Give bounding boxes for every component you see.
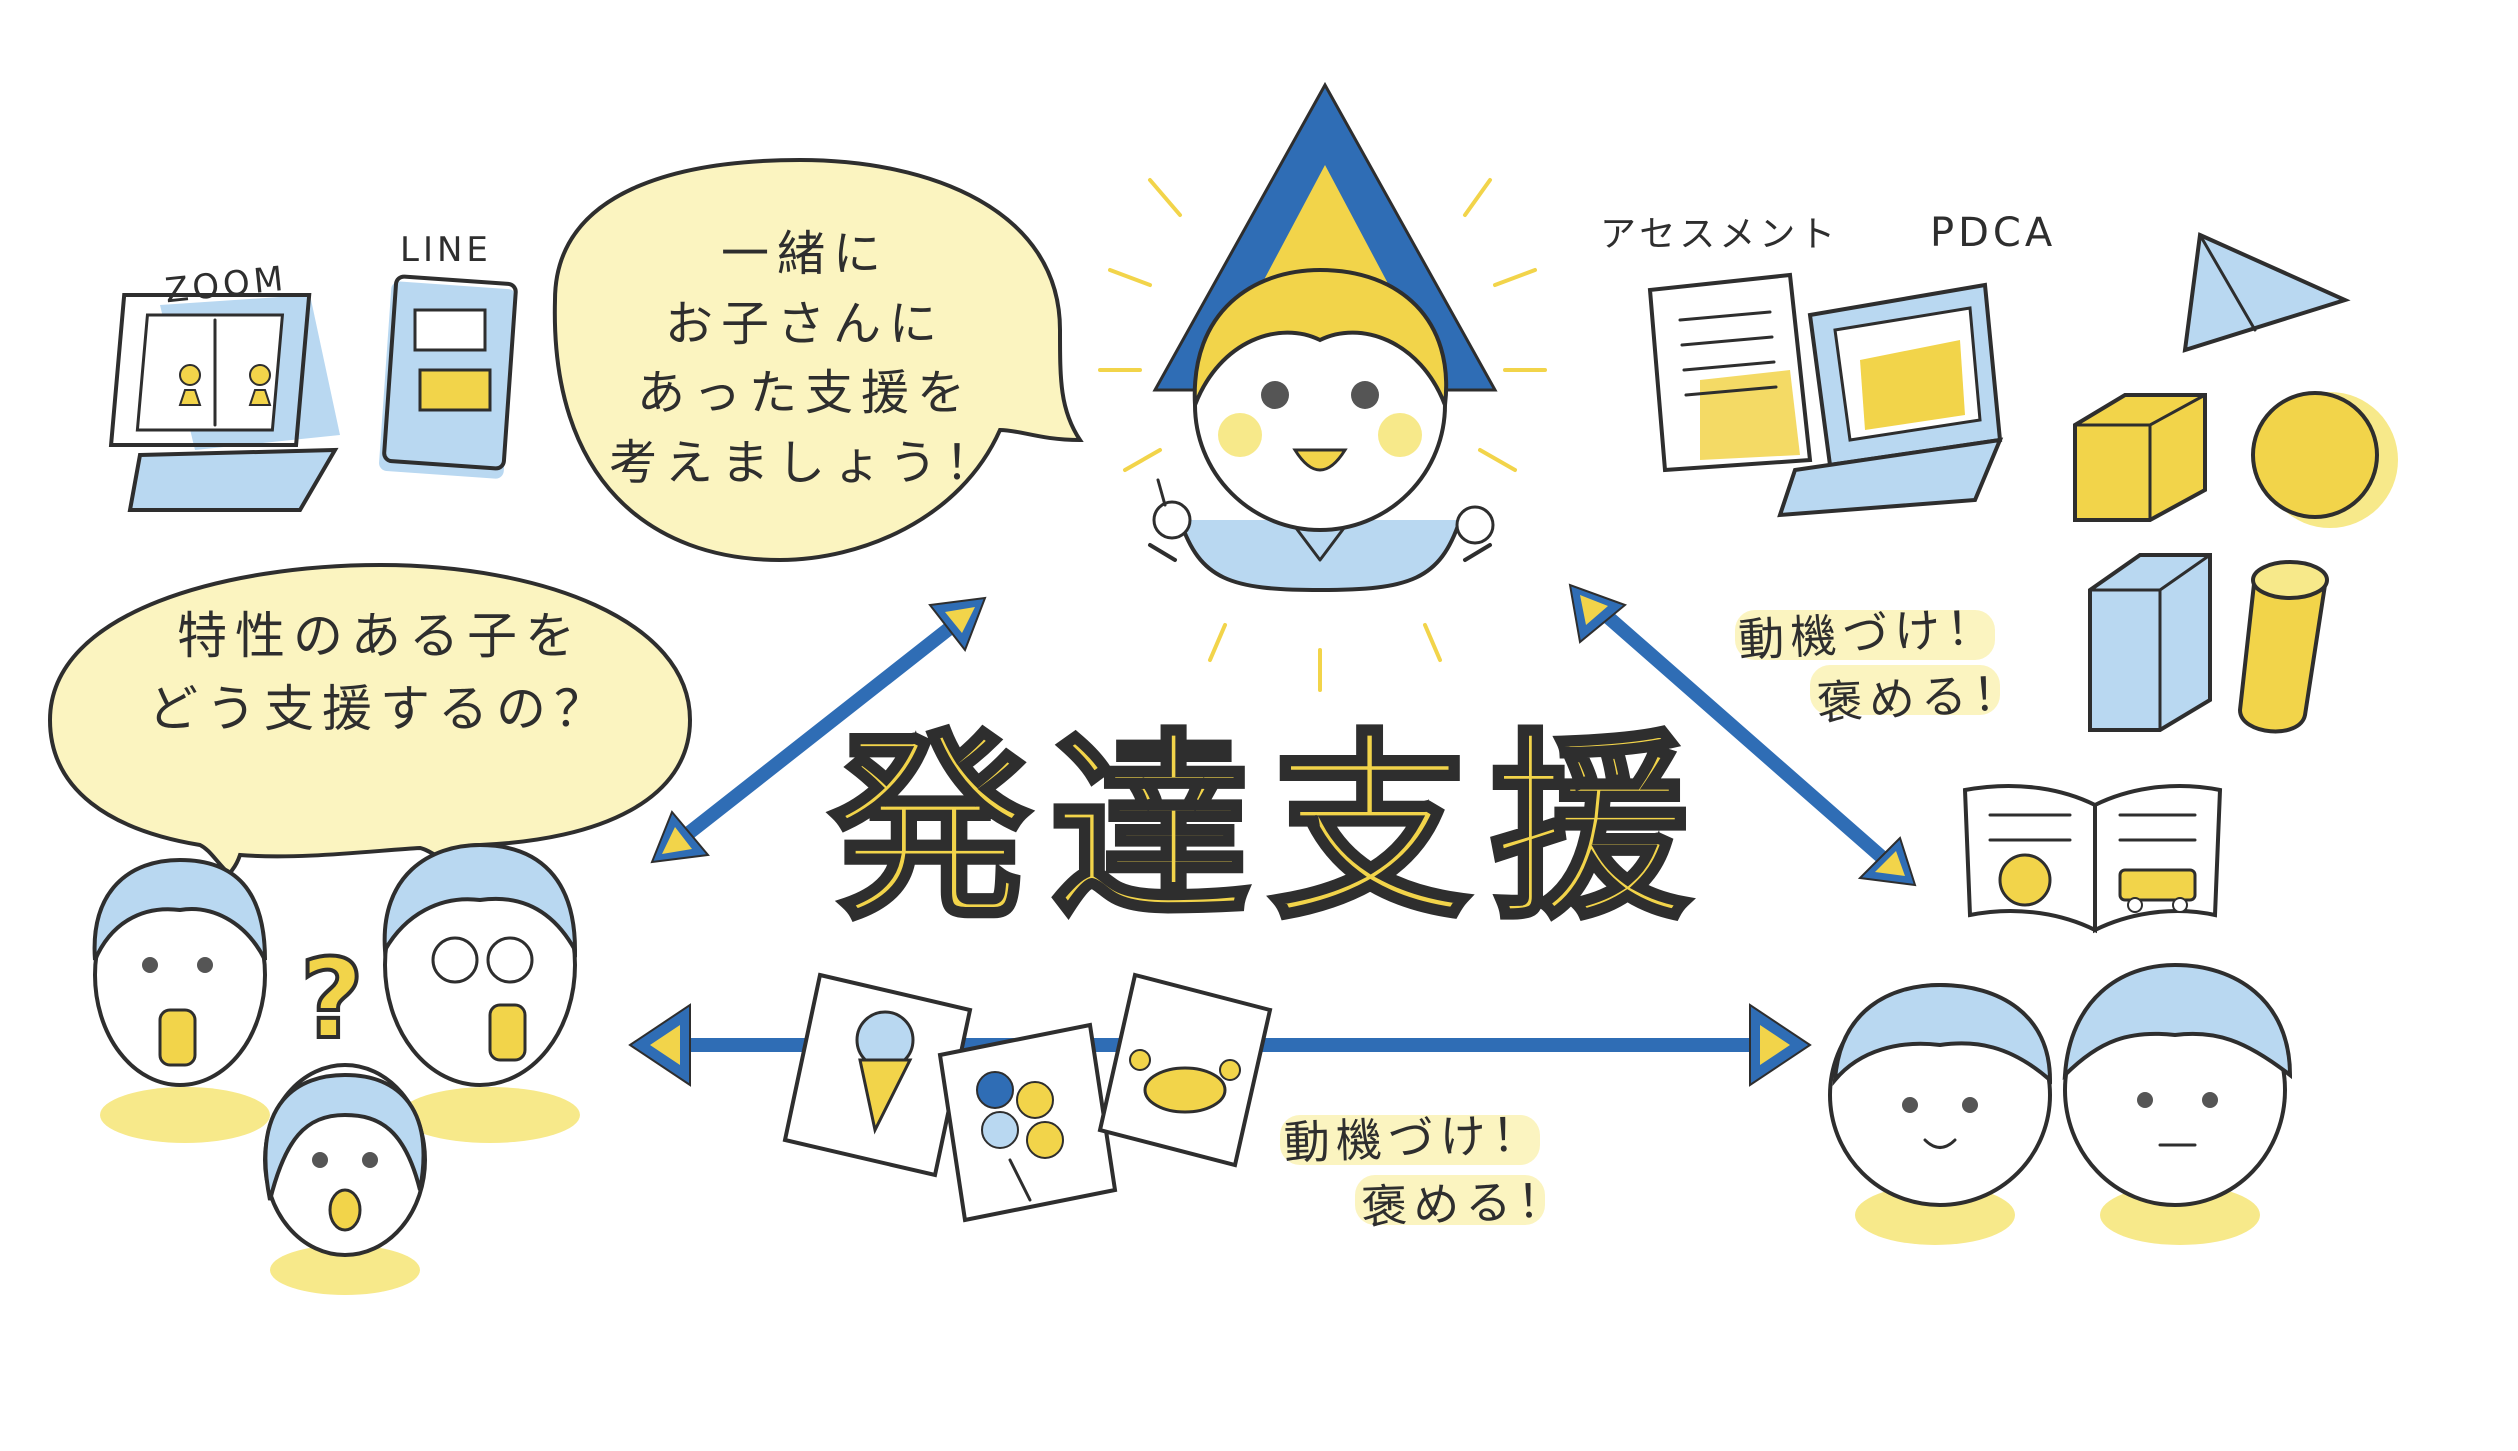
child-left-figure (1828, 982, 2053, 1245)
assessment-document-icon (1647, 272, 1813, 473)
page-title: 発達支援 (827, 712, 1710, 947)
child-right-figure (2062, 962, 2293, 1245)
card-crab (1097, 972, 1273, 1168)
motivation-bottom-highlight (1280, 1115, 1540, 1165)
pyramid-shape (2182, 232, 2351, 353)
pdca-laptop-icon (1777, 282, 2004, 518)
card-icecream (782, 972, 973, 1178)
motivation-bottom-text: 動機づけ！ 褒める！ (1282, 1106, 1571, 1234)
picture-book-icon (1962, 784, 2223, 934)
line-phone-icon (379, 274, 518, 479)
parent-center-figure (263, 1063, 427, 1295)
line-label: LINE (400, 230, 492, 270)
motivation-right-text: 動機づけ！ 褒める！ (1737, 599, 2026, 731)
motivation-right-highlight (1735, 610, 1995, 660)
zoom-laptop-icon (108, 293, 340, 512)
pdca-label: PDCA (1930, 210, 2057, 256)
parent-right-figure (382, 842, 580, 1143)
cube-shape (2073, 393, 2207, 522)
question-mark: ? (298, 933, 366, 1065)
arrow-teacher-parents (650, 596, 987, 864)
cylinder-shape (2237, 560, 2329, 734)
teacher-bubble-text: 一緒に お子さんに あった支援を 考えましょう！ (608, 226, 1001, 491)
prism-shape (2088, 553, 2212, 732)
assessment-label: アセスメント (1600, 214, 1840, 255)
parent-left-figure (92, 857, 270, 1143)
arrow-teacher-children (1568, 583, 1917, 887)
motivation-bottom-highlight-2 (1355, 1175, 1545, 1225)
motivation-right-highlight-2 (1810, 665, 2000, 715)
card-balloons (937, 1022, 1118, 1223)
parents-bubble-text: 特性のある子を どう支援するの？ (148, 607, 612, 738)
teacher-figure (1148, 267, 1495, 593)
teacher-speech-bubble (552, 157, 1084, 563)
sphere-shape (2251, 391, 2398, 528)
teacher-glow-rays (1098, 178, 1547, 692)
